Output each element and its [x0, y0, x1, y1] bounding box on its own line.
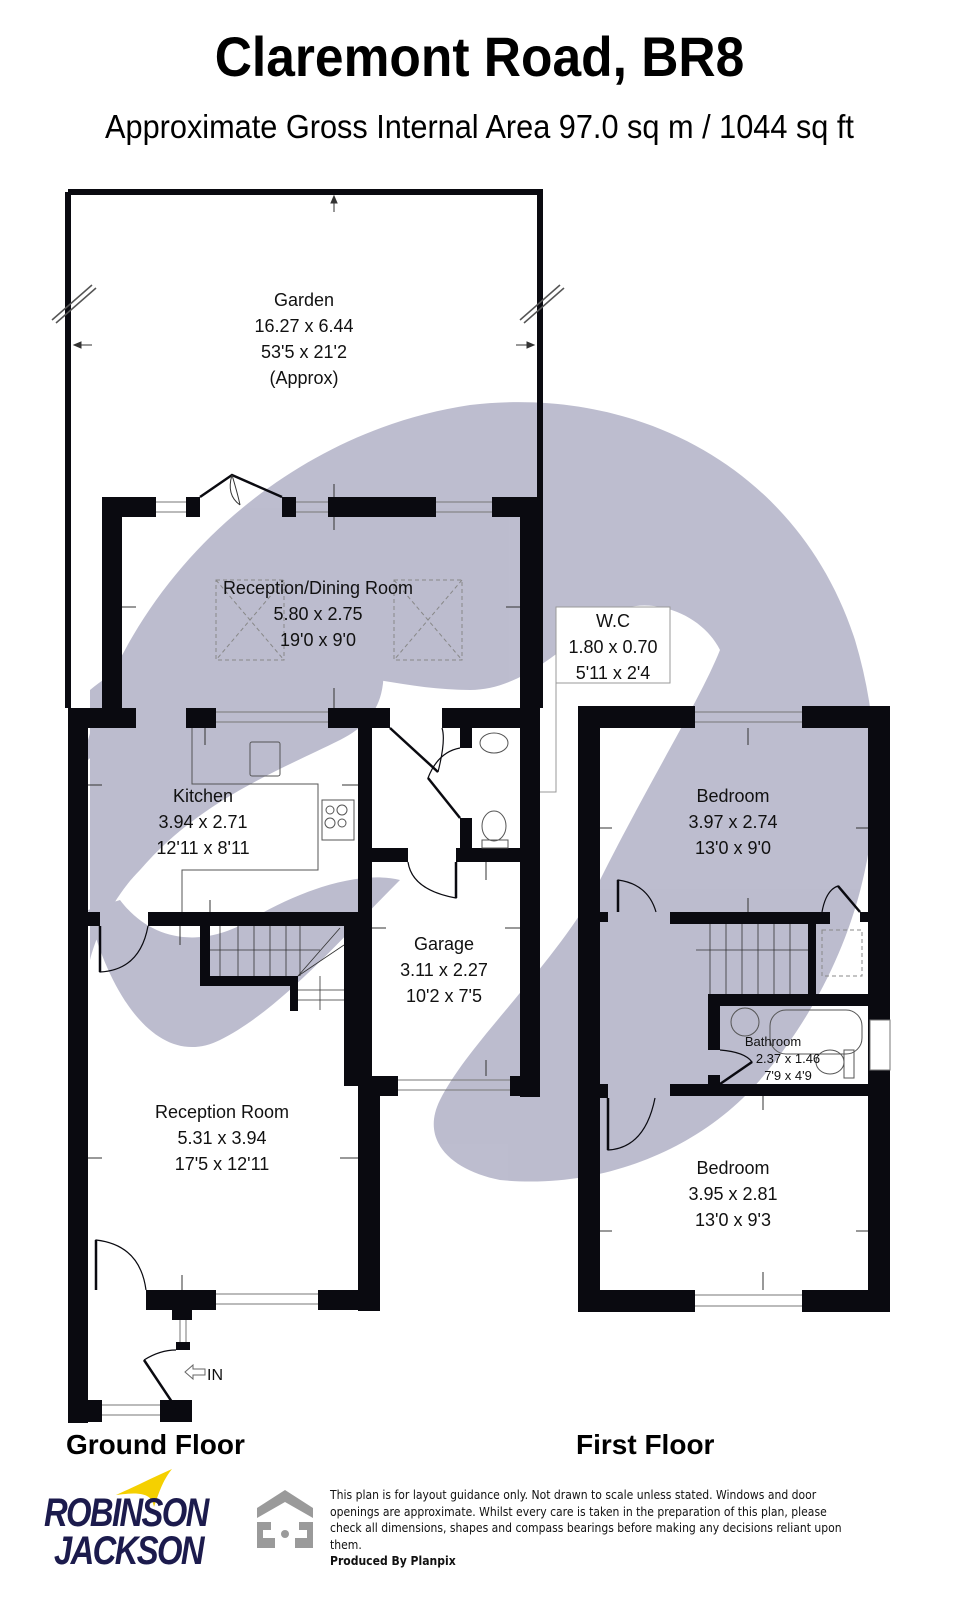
bedroom1-metric: 3.97 x 2.74 [688, 812, 777, 832]
garage-metric: 3.11 x 2.27 [400, 960, 488, 980]
garage-imperial: 10'2 x 7'5 [406, 986, 482, 1006]
entrance-label: IN [207, 1367, 223, 1384]
logo-line-1: ROBINSON [44, 1491, 209, 1535]
first-floor-plan [578, 706, 891, 1312]
bedroom2-name: Bedroom [696, 1158, 769, 1178]
bathroom-imperial: 7'9 x 4'9 [764, 1068, 812, 1083]
ground-floor-label: Ground Floor [66, 1429, 245, 1460]
disclaimer: This plan is for layout guidance only. N… [330, 1487, 846, 1570]
garden-note: (Approx) [269, 368, 338, 388]
planpix-house-icon [257, 1490, 313, 1548]
dimension-arrows [72, 194, 868, 1290]
watermark-swoosh [88, 402, 876, 1182]
logo-line-2: JACKSON [54, 1529, 205, 1573]
reception-name: Reception Room [155, 1102, 289, 1122]
garden-name: Garden [274, 290, 334, 310]
reception-metric: 5.31 x 3.94 [177, 1128, 266, 1148]
room-labels: Garden 16.27 x 6.44 53'5 x 21'2 (Approx)… [155, 290, 820, 1384]
bathroom-metric: 2.37 x 1.46 [756, 1051, 820, 1066]
wc-metric: 1.80 x 0.70 [568, 637, 657, 657]
gross-area-subtitle: Approximate Gross Internal Area 97.0 sq … [105, 108, 854, 145]
ground-floor-plan [51, 189, 671, 1423]
dining-metric: 5.80 x 2.75 [273, 604, 362, 624]
bedroom2-imperial: 13'0 x 9'3 [695, 1210, 771, 1230]
page-title: Claremont Road, BR8 [214, 25, 745, 88]
wc-name: W.C [596, 611, 630, 631]
garage-name: Garage [414, 934, 474, 954]
bathroom-name: Bathroom [745, 1034, 801, 1049]
bedroom2-metric: 3.95 x 2.81 [688, 1184, 777, 1204]
first-floor-label: First Floor [576, 1429, 715, 1460]
kitchen-name: Kitchen [173, 786, 233, 806]
swift-bird-icon [116, 1469, 172, 1507]
bedroom1-name: Bedroom [696, 786, 769, 806]
produced-by: Produced By Planpix [330, 1553, 456, 1568]
robinson-jackson-logo: ROBINSON JACKSON [44, 1469, 214, 1590]
reception-imperial: 17'5 x 12'11 [175, 1154, 270, 1174]
garden-imperial: 53'5 x 21'2 [261, 342, 347, 362]
bedroom1-imperial: 13'0 x 9'0 [695, 838, 771, 858]
garden-metric: 16.27 x 6.44 [254, 316, 353, 336]
kitchen-metric: 3.94 x 2.71 [158, 812, 247, 832]
dining-name: Reception/Dining Room [223, 578, 413, 598]
wc-imperial: 5'11 x 2'4 [576, 663, 651, 683]
dining-imperial: 19'0 x 9'0 [280, 630, 356, 650]
disclaimer-text: This plan is for layout guidance only. N… [330, 1487, 842, 1552]
kitchen-imperial: 12'11 x 8'11 [156, 838, 249, 858]
